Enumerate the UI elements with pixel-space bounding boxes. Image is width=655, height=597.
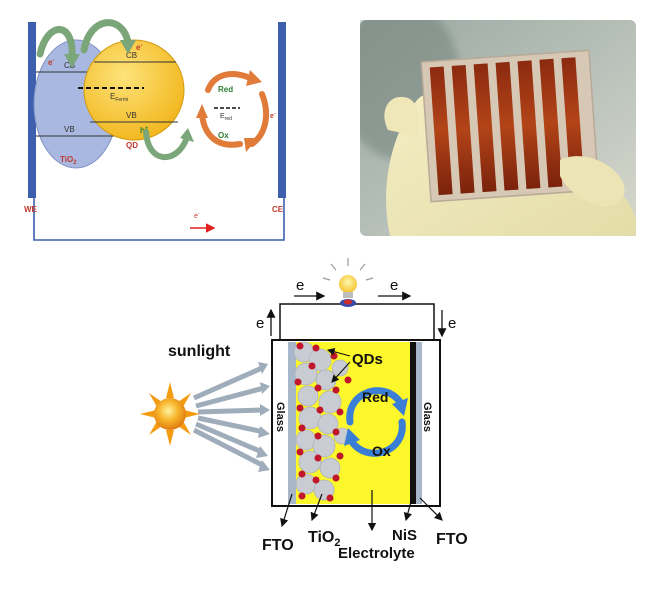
ce-label: CE	[272, 205, 284, 214]
fto-right-pointer	[419, 497, 443, 521]
qd-vb-label: VB	[126, 111, 137, 120]
cell-strip-3	[473, 63, 497, 193]
green-arrow-mid-head	[120, 40, 136, 54]
sun-icon	[140, 382, 200, 446]
tio2-cb-label: CB	[64, 61, 75, 70]
electron-label-tio2: e-	[48, 58, 54, 67]
external-circuit-wire	[33, 196, 285, 241]
redox-arrow-left-head	[196, 104, 208, 118]
cell-strip-7	[561, 57, 585, 186]
redox-arrow-left	[199, 111, 243, 148]
sunlight-label: sunlight	[168, 343, 231, 360]
hole-label: h+	[140, 126, 149, 135]
working-electrode	[28, 22, 36, 198]
photo-panel	[340, 0, 636, 236]
nis-pointer	[403, 497, 413, 522]
we-label: WE	[24, 205, 38, 214]
cell-strip-6	[539, 58, 563, 188]
tio2-particles	[293, 341, 351, 501]
redox-swirl-bottom-head	[344, 428, 360, 446]
nis-label: NiS	[392, 527, 417, 544]
glass-right	[422, 342, 438, 504]
fto-left-pointer	[280, 493, 293, 528]
solar-module-photo	[340, 0, 636, 236]
electron-label-top-1: e	[296, 277, 304, 294]
glove-thumb	[384, 96, 420, 136]
qds-pointer-1	[326, 348, 351, 357]
qds-label: QDs	[352, 351, 383, 368]
cell-strip-1	[429, 66, 453, 196]
cell-strip-4	[495, 61, 519, 191]
electron-label-right: e	[448, 315, 456, 332]
redox-arrow-top	[205, 71, 253, 93]
fermi-label: EFermi	[110, 92, 128, 103]
nis-layer	[410, 342, 416, 504]
glass-left	[274, 342, 288, 504]
outer-circuit-wire	[279, 303, 435, 340]
qd-cb-label: CB	[126, 51, 137, 60]
redox-swirl-top-head	[392, 398, 408, 416]
electron-label-ce: e-	[270, 111, 276, 120]
device-schematic: e e e e	[140, 258, 468, 562]
redox-swirl-top	[346, 387, 404, 426]
redox-ox-label: Ox	[218, 131, 229, 140]
counter-electrode	[278, 22, 286, 198]
band-diagram: CB VB TiO2 CB VB EFermi QD e- e- h+ e- R…	[24, 19, 286, 241]
tio2-label: TiO2	[308, 529, 341, 549]
tio2-pointer	[310, 493, 323, 522]
glass-label-left: Glass	[274, 402, 286, 432]
glove-fingers	[560, 156, 625, 207]
green-arrow-hole	[143, 129, 189, 160]
sunlight-rays	[192, 365, 266, 469]
electron-label-qd: e-	[136, 43, 142, 52]
fto-right	[416, 342, 422, 504]
glass-label-right: Glass	[421, 402, 433, 432]
qd-dots	[294, 342, 352, 502]
redox-arrow-right	[249, 91, 270, 147]
green-arrow-left-head	[64, 54, 80, 68]
redox-red-label: Red	[218, 85, 233, 94]
band-diagram-panel: CB VB TiO2 CB VB EFermi QD e- e- h+ e- R…	[18, 14, 318, 246]
cell-strip-2	[451, 64, 475, 194]
green-arrow-hole-head	[180, 128, 194, 142]
qds-pointer-2	[331, 361, 351, 383]
electrolyte-label: Electrolyte	[338, 545, 415, 562]
circuit-electron-label: e-	[194, 211, 200, 220]
electron-label-left: e	[256, 315, 264, 332]
module-cells	[429, 57, 585, 196]
redox-arrow-top-head	[246, 70, 262, 86]
redox-swirl-bottom	[348, 418, 406, 457]
cell-strip-5	[517, 60, 541, 190]
tio2-name-label: TiO2	[60, 155, 77, 166]
redox-arrow-right-head	[244, 138, 258, 152]
ered-label: Ered	[220, 113, 232, 122]
tio2-vb-label: VB	[64, 125, 75, 134]
fto-right-label: FTO	[436, 531, 468, 548]
light-bulb-icon	[322, 258, 374, 307]
redox-red-label: Red	[362, 389, 388, 405]
fto-left	[288, 342, 296, 504]
fto-left-label: FTO	[262, 537, 294, 554]
device-schematic-panel: e e e e	[140, 252, 500, 592]
green-arrow-left	[36, 26, 76, 60]
green-arrow-mid	[80, 19, 132, 54]
electron-label-top-2: e	[390, 277, 398, 294]
qd-name-label: QD	[126, 141, 138, 150]
sunlight-ray-heads	[256, 362, 270, 472]
redox-ox-label: Ox	[372, 443, 391, 459]
